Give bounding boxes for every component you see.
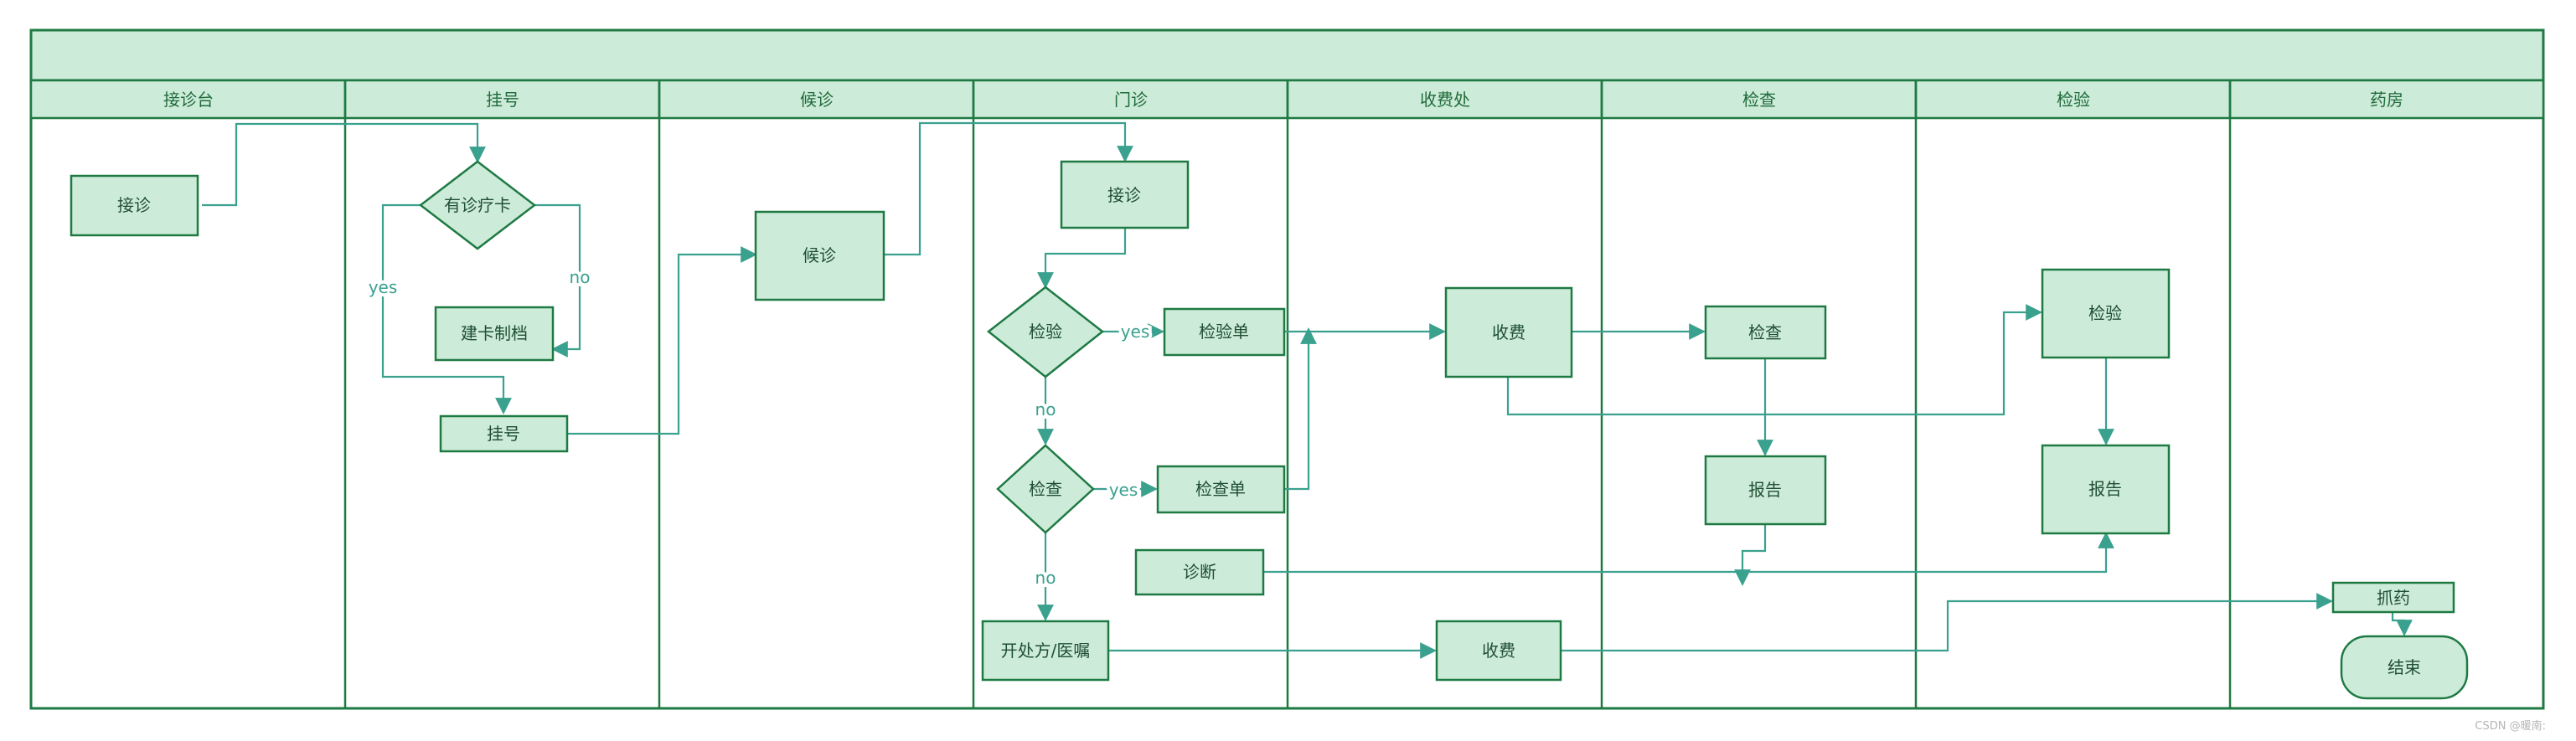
node-prescription[interactable]	[981, 620, 1110, 682]
edge-label-exam-yes: yes	[1109, 480, 1138, 500]
nodes	[70, 160, 2469, 700]
lane-title-cashier: 收费处	[1420, 90, 1470, 110]
node-payment-2[interactable]	[1435, 620, 1562, 682]
node-label-reception: 接诊	[117, 195, 151, 215]
edge-card-no	[534, 203, 581, 358]
node-label-exam-order: 检查单	[1195, 479, 1246, 499]
node-label-lab-report: 报告	[2088, 479, 2122, 499]
node-reception[interactable]	[70, 174, 199, 237]
pool-header	[29, 28, 2545, 82]
node-label-diagnosis: 诊断	[1183, 562, 1216, 582]
node-lab-order[interactable]	[1163, 307, 1286, 357]
node-lab-report[interactable]	[2041, 444, 2171, 535]
node-label-exam: 检查	[1748, 322, 1782, 342]
node-end[interactable]	[2340, 635, 2469, 700]
node-register[interactable]	[439, 414, 569, 453]
lane-title-waiting: 候诊	[800, 90, 834, 110]
edge-payment-to-dispense	[1561, 593, 2333, 652]
lane-title-outpatient: 门诊	[1114, 90, 1148, 110]
edge-label-lab-no: no	[1035, 399, 1056, 419]
node-label-clinic-reception: 接诊	[1107, 185, 1141, 205]
edge-register-to-waiting	[567, 246, 757, 435]
edge-payment-to-lab-test	[1506, 304, 2042, 416]
node-label-lab-order: 检验单	[1199, 322, 1249, 342]
node-has-card-decision[interactable]	[418, 160, 537, 250]
node-dispense[interactable]	[2331, 581, 2455, 614]
node-diagnosis[interactable]	[1134, 548, 1265, 596]
node-lab-test[interactable]	[2041, 268, 2171, 359]
node-exam-decision[interactable]	[996, 444, 1095, 534]
lane-title-laboratory: 检验	[2057, 90, 2090, 110]
lane-title-cell-2	[343, 79, 661, 120]
lane-dividers	[343, 80, 2232, 708]
edge-label-exam-no: no	[1035, 568, 1056, 588]
node-label-lab-test: 检验	[2088, 303, 2122, 323]
watermark: CSDN @暖南:	[2475, 720, 2546, 733]
edge-card-yes	[381, 203, 512, 414]
node-exam-order[interactable]	[1156, 465, 1286, 514]
node-label-exam-report: 报告	[1748, 480, 1782, 500]
edge-label-card-no: no	[570, 267, 591, 287]
node-payment-1[interactable]	[1444, 286, 1573, 378]
node-label-create-card: 建卡制档	[461, 323, 528, 343]
edges	[202, 121, 2413, 659]
node-label-waiting: 候诊	[803, 245, 836, 265]
edge-dispense-to-end	[2391, 612, 2413, 636]
node-exam-report[interactable]	[1704, 455, 1827, 526]
edge-reception-to-card-check	[202, 122, 486, 207]
edge-waiting-to-clinic	[884, 121, 1133, 256]
edge-clinic-to-lab-decision	[1037, 228, 1127, 289]
node-lab-decision[interactable]	[986, 286, 1105, 378]
lane-title-reception-desk: 接诊台	[163, 90, 214, 110]
node-label-payment-1: 收费	[1492, 322, 1525, 342]
node-label-lab-decision: 检验	[1029, 322, 1062, 342]
node-label-register: 挂号	[487, 424, 520, 444]
edge-label-lab-yes: yes	[1121, 322, 1150, 342]
lane-title-pharmacy: 药房	[2370, 90, 2403, 110]
node-label-exam-decision: 检查	[1029, 479, 1062, 499]
lane-title-row	[29, 79, 2545, 120]
edge-diagnosis-to-lab-report	[1263, 532, 2114, 574]
lane-title-examination: 检查	[1742, 90, 1776, 110]
lane-title-registration: 挂号	[486, 90, 519, 110]
node-label-has-card: 有诊疗卡	[444, 195, 511, 215]
node-label-dispense: 抓药	[2377, 588, 2410, 608]
edge-exam-order-to-payment	[1284, 327, 1317, 491]
node-clinic-reception[interactable]	[1060, 160, 1190, 229]
node-create-card[interactable]	[434, 306, 555, 362]
edge-label-card-yes: yes	[369, 277, 398, 297]
node-waiting[interactable]	[754, 210, 885, 301]
node-label-prescription: 开处方/医嘱	[1001, 641, 1091, 661]
node-label-payment-2: 收费	[1482, 641, 1515, 661]
node-exam[interactable]	[1704, 305, 1827, 360]
edge-exam-report-to-diagnosis	[1734, 524, 1767, 586]
lane-title-cell-1	[29, 79, 347, 120]
node-label-end: 结束	[2388, 657, 2421, 677]
